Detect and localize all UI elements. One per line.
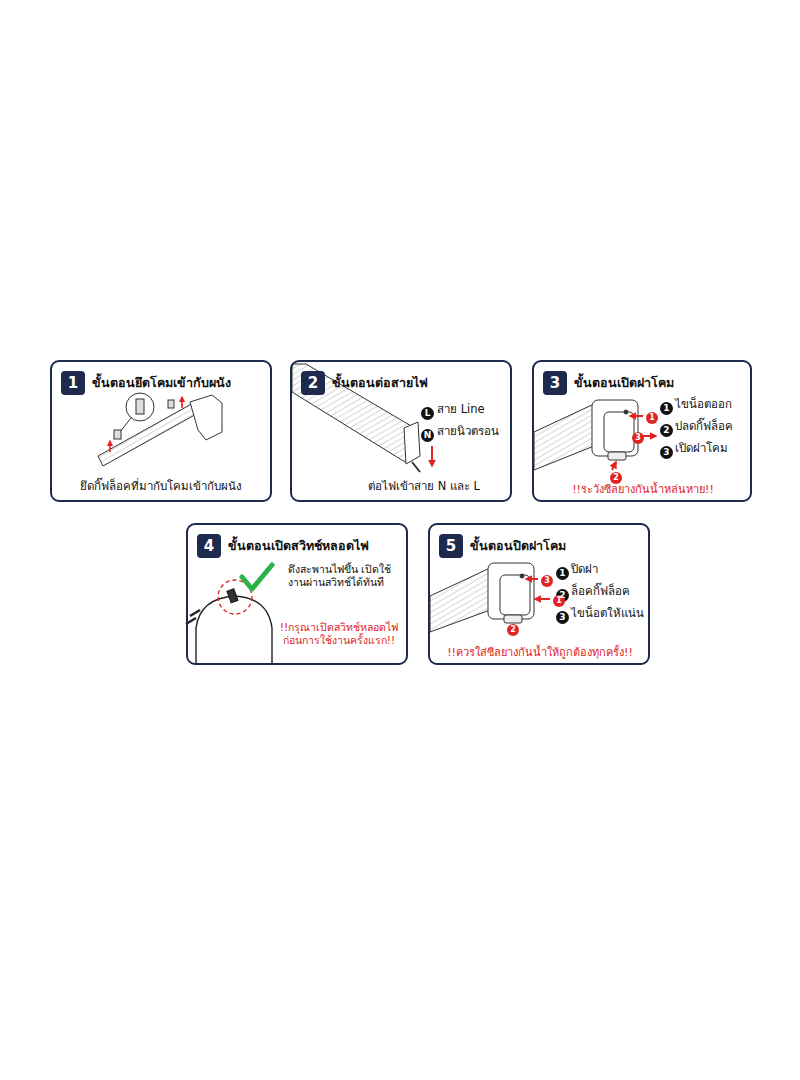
number: 1	[556, 597, 562, 605]
callout-number: 3	[556, 611, 569, 624]
number: 3	[559, 613, 565, 622]
instruction-text: ยึดกิ๊ฟล็อคที่มากับโคมเข้ากับผนัง	[58, 479, 264, 493]
number: 1	[68, 376, 78, 391]
callout-number: 3	[632, 432, 644, 444]
clip	[608, 452, 626, 460]
number: 1	[559, 569, 565, 578]
step-number: 4	[197, 534, 221, 558]
instruction-text: !!กรุณาเปิดสวิทช์หลอดไฟ ก่อนการใช้งานครั…	[272, 621, 406, 647]
number: 3	[663, 448, 669, 457]
fixture-close-cover	[430, 563, 550, 632]
lamp-switch	[186, 565, 272, 664]
end-cover	[604, 412, 634, 452]
clip	[136, 399, 144, 414]
callout-number: 1	[556, 567, 569, 580]
red-arrow	[535, 598, 550, 600]
end-housing	[592, 400, 638, 456]
check-mark	[242, 565, 272, 589]
step-number: 2	[301, 371, 325, 395]
number: 2	[510, 626, 516, 634]
fixture-open-cover	[534, 400, 656, 470]
red-arrow	[630, 415, 643, 417]
screw	[520, 574, 524, 578]
clip	[504, 615, 522, 623]
instruction-text: ดึงสะพานไฟขึ้น เปิดใช้งานผ่านสวิทช์ได้ทั…	[288, 563, 406, 589]
step-panel: ขั้นตอนเปิดสวิทช์หลอดไฟดึงสะพานไฟขึ้น เป…	[186, 523, 408, 665]
callout-number: 1	[660, 402, 673, 415]
number: L	[425, 409, 431, 418]
step-panel: ขั้นตอนยึดโคมเข้ากับผนังยึดกิ๊ฟล็อคที่มา…	[50, 360, 272, 502]
switch-lever	[227, 589, 238, 603]
number: 1	[649, 414, 655, 422]
step-heading: ขั้นตอนเปิดฝาโคม	[574, 375, 748, 391]
leader	[120, 418, 131, 432]
red-arrow	[109, 441, 111, 452]
number: 2	[308, 376, 318, 391]
step-heading: ขั้นตอนเปิดสวิทช์หลอดไฟ	[228, 538, 406, 554]
end-cover	[500, 575, 530, 615]
number: 1	[663, 404, 669, 413]
step-label: เปิดฝาโคม	[675, 442, 728, 456]
step-label: ไขน็อตออก	[675, 398, 732, 412]
step-number: 1	[61, 371, 85, 395]
number: 5	[446, 539, 456, 554]
step-heading: ขั้นตอนปิดฝาโคม	[470, 538, 646, 554]
pin	[190, 610, 200, 616]
number: 4	[204, 539, 214, 554]
red-arrow	[612, 462, 616, 470]
step-label: สาย Line	[437, 403, 485, 417]
number: 3	[635, 434, 641, 442]
step-label: ปลดกิ๊ฟล็อค	[675, 420, 733, 434]
end-cap	[404, 422, 420, 464]
red-arrow	[431, 446, 433, 466]
callout-number: 3	[541, 575, 553, 587]
lamp-body	[430, 568, 490, 632]
clip	[114, 430, 121, 439]
end-cap	[190, 395, 222, 440]
red-arrow	[642, 435, 656, 437]
callout-number: 1	[646, 412, 658, 424]
instruction-text: !!ระวังซีลยางกันน้ำหล่นหาย!!	[540, 483, 746, 497]
red-arrow	[181, 397, 183, 408]
instruction-text: ต่อไฟเข้าสาย N และ L	[344, 479, 504, 493]
step-label: ไขน็อตให้แน่น	[571, 607, 644, 621]
lamp-body	[534, 404, 594, 470]
callout-number: 3	[660, 446, 673, 459]
callout-number: N	[421, 429, 434, 442]
red-arrow	[526, 578, 538, 580]
step-label: สายนิวตรอน	[437, 425, 499, 439]
callout-number: 2	[610, 472, 622, 484]
number: 3	[550, 376, 560, 391]
screw	[624, 410, 628, 414]
wire	[412, 462, 420, 472]
clip	[168, 400, 174, 408]
callout-number: L	[421, 407, 434, 420]
instruction-text: !!ควรใส่ซีลยางกันน้ำให้ถูกต้องทุกครั้ง!!	[436, 646, 644, 660]
magnifier	[126, 393, 154, 421]
fixture-wall-mount	[98, 393, 222, 466]
number: N	[424, 431, 432, 440]
step-label: ล็อคกิ๊ฟล็อค	[571, 585, 630, 599]
number: 2	[613, 474, 619, 482]
step-label: ปิดฝา	[571, 563, 598, 577]
lamp-end	[196, 596, 272, 664]
callout-number: 2	[507, 624, 519, 636]
step-number: 3	[543, 371, 567, 395]
callout-number: 2	[660, 424, 673, 437]
step-heading: ขั้นตอนต่อสายไฟ	[332, 375, 508, 391]
step-number: 5	[439, 534, 463, 558]
end-housing	[488, 563, 534, 619]
number: 3	[544, 577, 550, 585]
number: 2	[663, 426, 669, 435]
step-heading: ขั้นตอนยึดโคมเข้ากับผนัง	[92, 375, 268, 391]
